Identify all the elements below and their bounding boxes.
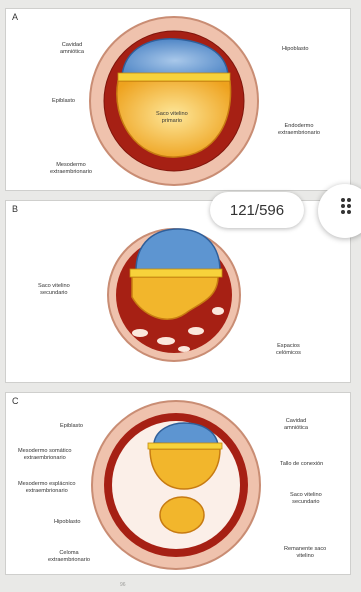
label-hipoblasto: Hipoblasto [282,46,308,53]
label-mesodermo-extraembrionario: Mesodermo extraembrionario [50,162,92,175]
page-counter: 121/596 [210,192,304,228]
dots-grid-icon [318,184,361,238]
label-mesodermo-somatico: Mesodermo somático extraembrionario [18,448,71,461]
label-endodermo-extraembrionario: Endodermo extraembrionario [278,123,320,136]
label-cavidad-amniotica: Cavidad amniótica [60,42,84,55]
label-mesodermo-esplacnico: Mesodermo esplácnico extraembrionario [18,481,76,494]
remanente-saco-vitelino [160,497,204,533]
figure-panel-b: B Saco vitelino secundario Espacios celó… [5,200,351,383]
label-celoma-extraembrionario: Celoma extraembrionario [48,550,90,563]
figure-panel-a: A Cavidad amniótica Epiblasto Mesodermo … [5,8,351,191]
label-espacios-celomicos: Espacios celómicos [276,343,301,356]
label-saco-vitelino-secundario: Saco vitelino secundario [38,283,70,296]
label-hipoblasto-c: Hipoblasto [54,519,80,526]
label-epiblasto-c: Epiblasto [60,423,83,430]
label-tallo-de-conexion: Tallo de conexión [280,461,323,468]
label-remanente-saco-vitelino: Remanente saco vitelino [284,546,326,559]
page-number: 96 [120,582,126,588]
figure-panel-c: C Epiblasto Mesodermo somático extraembr… [5,392,351,575]
label-cavidad-amniotica-c: Cavidad amniótica [284,418,308,431]
menu-button[interactable] [318,184,361,238]
label-epiblasto: Epiblasto [52,98,75,105]
label-saco-vitelino-secundario-c: Saco vitelino secundario [290,492,322,505]
label-saco-vitelino-primario: Saco vitelino primario [156,111,188,124]
